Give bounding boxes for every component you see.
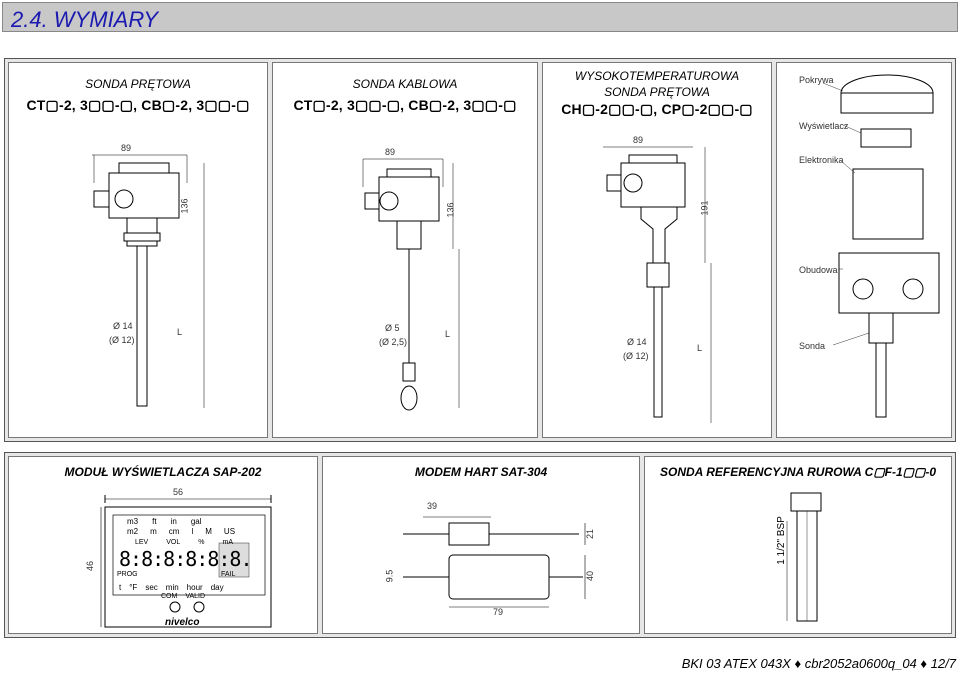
cell-ref-probe: SONDA REFERENCYJNA RUROWA C▢F-1▢▢-0 1 1/… — [644, 456, 952, 634]
unit-day: day — [210, 583, 224, 592]
unit-ft: ft — [152, 517, 157, 526]
exploded-label-electronics: Elektronika — [799, 155, 844, 165]
display-units-row: m3 ft in gal — [127, 517, 202, 526]
unit-f: °F — [129, 583, 138, 592]
cable-probe-models: CT▢-2, 3▢▢-▢, CB▢-2, 3▢▢-▢ — [293, 97, 517, 113]
rod-probe-title: SONDA PRĘTOWA — [85, 77, 191, 91]
footer-page: 12/7 — [930, 656, 956, 671]
hart-dim-top: 39 — [427, 501, 438, 511]
unit-l: l — [191, 527, 194, 536]
display-module-title: MODUŁ WYŚWIETLACZA SAP-202 — [64, 465, 262, 479]
cable-dim-width: 89 — [385, 147, 396, 157]
unit-gal: gal — [190, 517, 202, 526]
footer-sep-2: ♦ — [920, 656, 928, 671]
cell-hart-modem: MODEM HART SAT-304 39 79 21 40 9.5 — [322, 456, 640, 634]
ref-probe-thread: 1 1/2" BSP — [775, 516, 787, 565]
unit-US: US — [223, 527, 236, 536]
label-vol: VOL — [166, 539, 181, 546]
hightemp-dim-height: 191 — [699, 200, 710, 216]
cell-rod-probe: SONDA PRĘTOWA CT▢-2, 3▢▢-▢, CB▢-2, 3▢▢-▢… — [8, 62, 268, 438]
section-header: 2.4. WYMIARY — [2, 2, 958, 32]
rod-length: L — [177, 327, 183, 337]
footer-file-id: cbr2052a0600q_04 — [804, 656, 917, 671]
unit-M: M — [205, 527, 212, 536]
cell-hightemp-probe: WYSOKOTEMPERATUROWA SONDA PRĘTOWA CH▢-2▢… — [542, 62, 772, 438]
exploded-label-cover: Pokrywa — [799, 75, 834, 85]
cable-dia-top: Ø 5 — [385, 323, 400, 333]
unit-t: t — [119, 583, 122, 592]
display-dim-height: 46 — [85, 560, 96, 572]
cable-probe-title: SONDA KABLOWA — [352, 77, 458, 91]
hightemp-length: L — [697, 343, 703, 353]
hart-dim-h1: 21 — [585, 528, 596, 540]
hightemp-probe-drawing — [603, 146, 712, 423]
cable-length: L — [445, 329, 451, 339]
unit-cm: cm — [168, 527, 180, 536]
hightemp-dia-top: Ø 14 — [627, 337, 647, 347]
cell-cable-probe: SONDA KABLOWA CT▢-2, 3▢▢-▢, CB▢-2, 3▢▢-▢… — [272, 62, 538, 438]
display-led-labels: COM VALID — [161, 593, 205, 600]
cable-dia-bottom: (Ø 2,5) — [379, 337, 408, 347]
display-dim-width: 56 — [173, 487, 184, 497]
section-title: 2.4. WYMIARY — [11, 7, 159, 32]
cable-probe-drawing — [362, 158, 460, 411]
unit-in: in — [170, 517, 177, 526]
unit-hour: hour — [186, 583, 203, 592]
hart-modem-drawing — [403, 516, 586, 608]
rod-probe-models: CT▢-2, 3▢▢-▢, CB▢-2, 3▢▢-▢ — [26, 97, 250, 113]
rod-dia-top: Ø 14 — [113, 321, 133, 331]
rod-dim-height: 136 — [179, 198, 190, 214]
label-fail: FAIL — [221, 571, 236, 578]
exploded-label-probe: Sonda — [799, 341, 826, 351]
hightemp-models: CH▢-2▢▢-▢, CP▢-2▢▢-▢ — [561, 101, 753, 117]
display-bottom-row: t °F sec min hour day — [119, 583, 224, 592]
rod-dim-width: 89 — [121, 143, 132, 153]
hightemp-title-1: WYSOKOTEMPERATUROWA — [574, 69, 740, 83]
label-ma: mA — [222, 539, 233, 546]
display-module-drawing — [100, 495, 272, 628]
label-prog: PROG — [117, 571, 138, 578]
hart-dim-h2: 40 — [585, 570, 596, 582]
display-units-row-2: m2 m cm l M US — [127, 527, 235, 536]
hightemp-dim-width: 89 — [633, 135, 644, 145]
display-mid-row: LEV VOL % mA — [135, 539, 233, 546]
rod-dia-bottom: (Ø 12) — [109, 335, 135, 345]
footer: BKI 03 ATEX 043X ♦ cbr2052a0600q_04 ♦ 12… — [682, 656, 956, 671]
ref-probe-title: SONDA REFERENCYJNA RUROWA C▢F-1▢▢-0 — [659, 465, 937, 479]
exploded-drawing — [822, 74, 940, 418]
unit-min: min — [165, 583, 179, 592]
unit-m2: m2 — [127, 527, 139, 536]
cell-exploded-view: Pokrywa Wyświetlacz Elektronika Obudowa … — [776, 62, 952, 438]
label-lev: LEV — [135, 539, 149, 546]
label-valid: VALID — [185, 593, 206, 600]
hightemp-title-2: SONDA PRĘTOWA — [604, 85, 710, 99]
rod-probe-drawing — [92, 154, 205, 408]
cable-dim-height: 136 — [445, 202, 456, 218]
ref-probe-drawing — [786, 492, 822, 622]
hart-modem-title: MODEM HART SAT-304 — [414, 465, 548, 479]
label-percent: % — [198, 539, 205, 546]
unit-m: m — [150, 527, 157, 536]
unit-m3: m3 — [127, 517, 139, 526]
exploded-label-housing: Obudowa — [799, 265, 838, 275]
hart-dim-left: 9.5 — [384, 569, 395, 583]
cell-display-module: MODUŁ WYŚWIETLACZA SAP-202 56 46 m3 ft i… — [8, 456, 318, 634]
footer-sep-1: ♦ — [794, 656, 802, 671]
hightemp-dia-bottom: (Ø 12) — [623, 351, 649, 361]
hart-dim-bottom: 79 — [493, 607, 504, 617]
display-digits: 8:8:8:8:8:8. — [119, 547, 252, 571]
footer-doc-id: BKI 03 ATEX 043X — [681, 656, 791, 671]
label-com: COM — [161, 593, 178, 600]
exploded-label-display: Wyświetlacz — [799, 121, 849, 131]
display-brand: nivelco — [165, 617, 200, 628]
unit-sec: sec — [145, 583, 158, 592]
